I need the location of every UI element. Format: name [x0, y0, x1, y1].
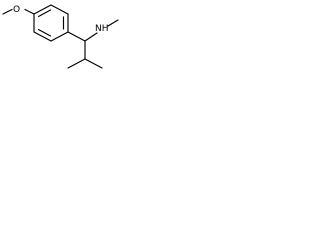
- bond-carbon-nitrogen: [84, 32, 98, 42]
- ring-bond-2: [50, 4, 69, 15]
- amine-label: NH: [95, 24, 109, 34]
- chemical-structure: O NH: [0, 0, 121, 77]
- bond-methoxy-methyl: [2, 8, 13, 15]
- bond-nitrogen-methyl: [107, 19, 119, 27]
- ring-double-bond-1: [37, 9, 52, 18]
- bond-oxygen-ring: [24, 8, 35, 15]
- oxygen-label: O: [13, 5, 20, 15]
- bond-ring-chiral-carbon: [67, 31, 86, 42]
- ring-bond-1: [33, 4, 52, 15]
- ring-bond-4: [50, 31, 69, 42]
- ring-double-bond-3: [37, 28, 52, 37]
- bond-isopropyl-right-methyl: [84, 58, 103, 69]
- molecule-drawing: O NH: [2, 4, 119, 69]
- ring-bond-5: [33, 31, 52, 42]
- bond-isopropyl-left-methyl: [67, 58, 86, 69]
